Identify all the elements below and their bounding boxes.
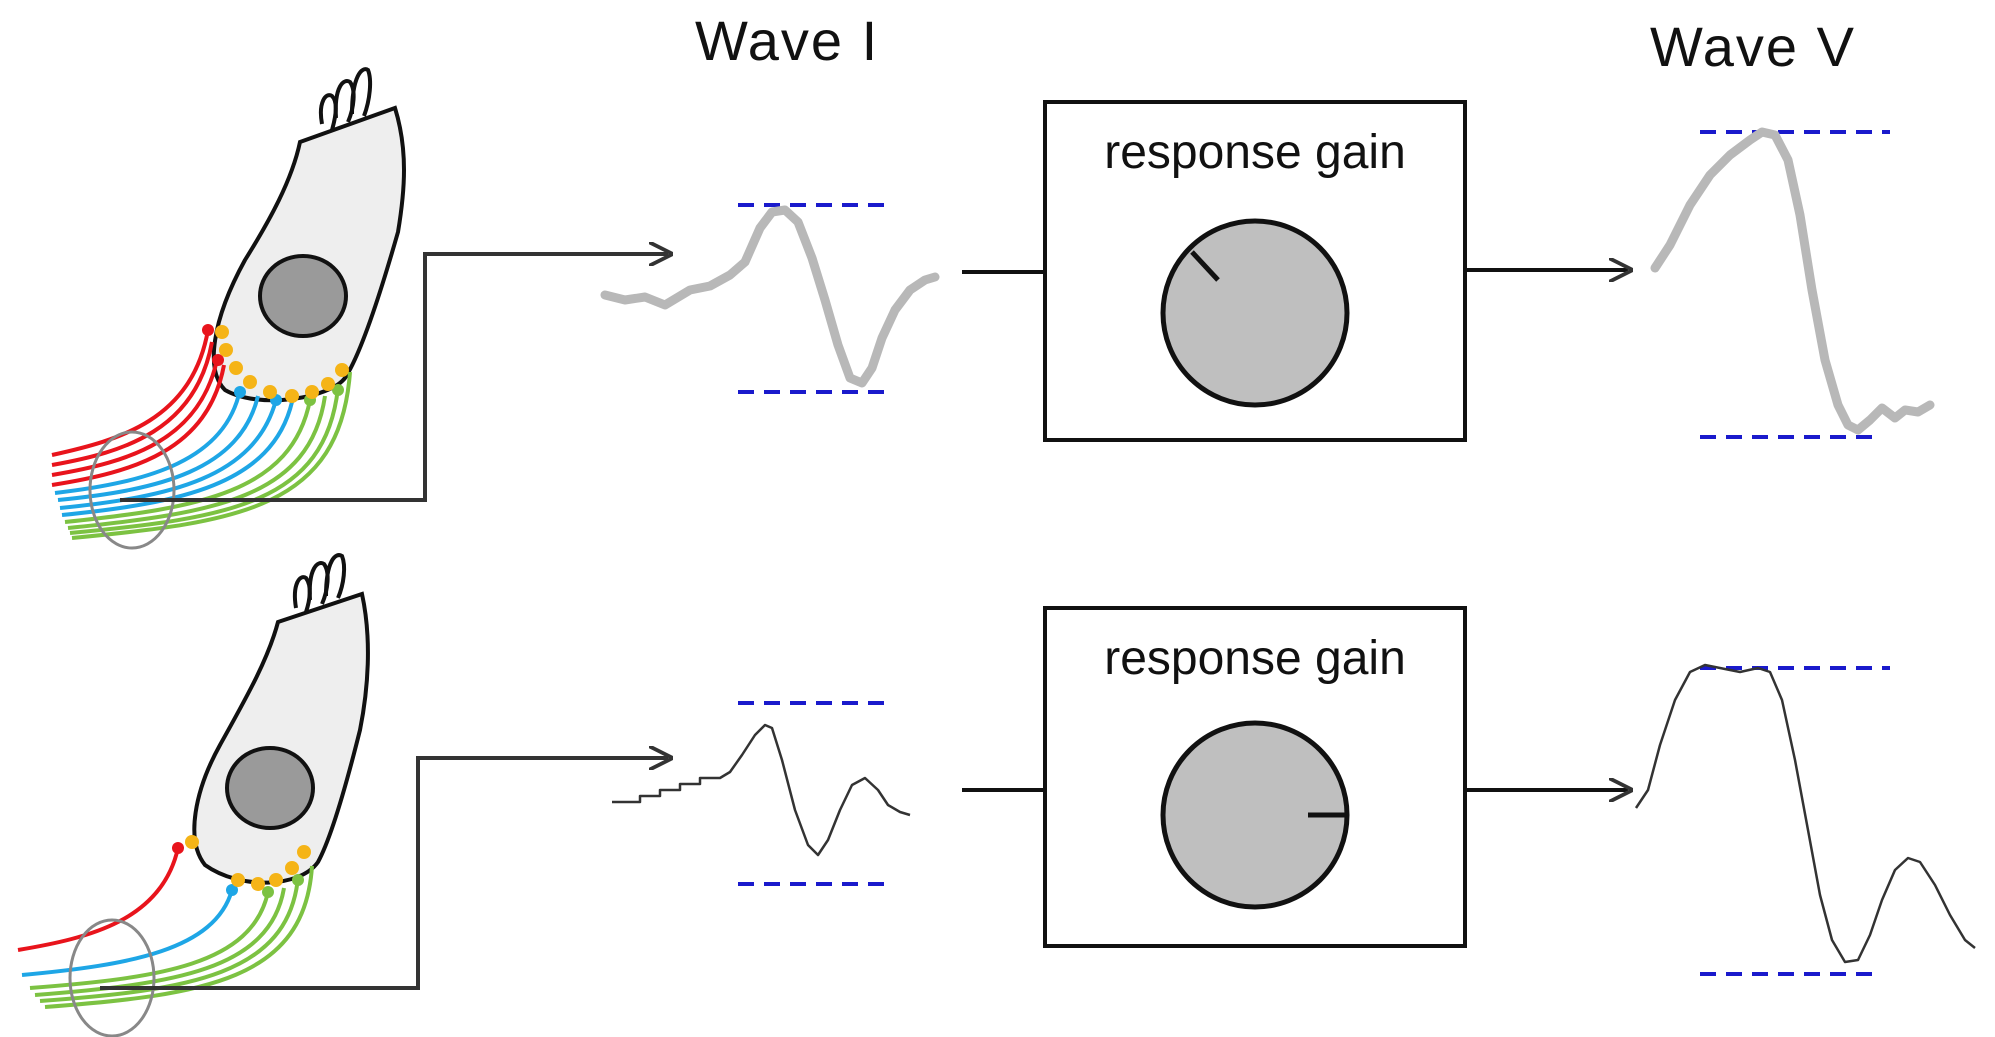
afferent-fibers xyxy=(17,847,314,1009)
wave-v-header: Wave V xyxy=(1650,15,1856,78)
fiber-terminals xyxy=(202,324,344,406)
hair-cell-bottom xyxy=(17,553,370,1037)
gain-knob xyxy=(1160,720,1350,910)
response-gain-box-top: response gain xyxy=(1043,100,1467,442)
top-row: response gain xyxy=(51,67,1935,550)
cell-body xyxy=(211,105,406,403)
fiber-terminals xyxy=(172,842,304,898)
wave-i-trace-top xyxy=(600,203,940,394)
stereocilia xyxy=(319,67,373,131)
waveform xyxy=(600,205,940,388)
stereocilia xyxy=(293,553,347,613)
fiber-bundle-circle xyxy=(88,430,176,550)
ribbon-synapses xyxy=(185,835,311,891)
gain-knob xyxy=(1160,218,1350,408)
nucleus xyxy=(225,746,315,830)
fiber-bundle-circle xyxy=(68,918,156,1037)
wave-v-trace-top xyxy=(1650,127,1935,439)
nucleus xyxy=(258,254,348,338)
wave-i-trace-bottom xyxy=(612,701,911,886)
wave-v-trace-bottom xyxy=(1634,663,1976,976)
signal-wire xyxy=(100,758,668,990)
waveform xyxy=(1634,663,1976,964)
response-gain-label: response gain xyxy=(1104,632,1406,685)
signal-wire xyxy=(120,254,668,502)
bottom-row: response gain xyxy=(17,553,1976,1037)
wave-i-header: Wave I xyxy=(695,9,879,72)
cell-body xyxy=(192,591,370,885)
knob-indicator xyxy=(1190,250,1220,282)
response-gain-label: response gain xyxy=(1104,126,1406,179)
response-gain-box-bottom: response gain xyxy=(1043,606,1467,948)
hair-cell-top xyxy=(51,67,406,550)
ribbon-synapses xyxy=(215,325,349,403)
waveform xyxy=(612,723,911,857)
waveform xyxy=(1650,127,1935,435)
